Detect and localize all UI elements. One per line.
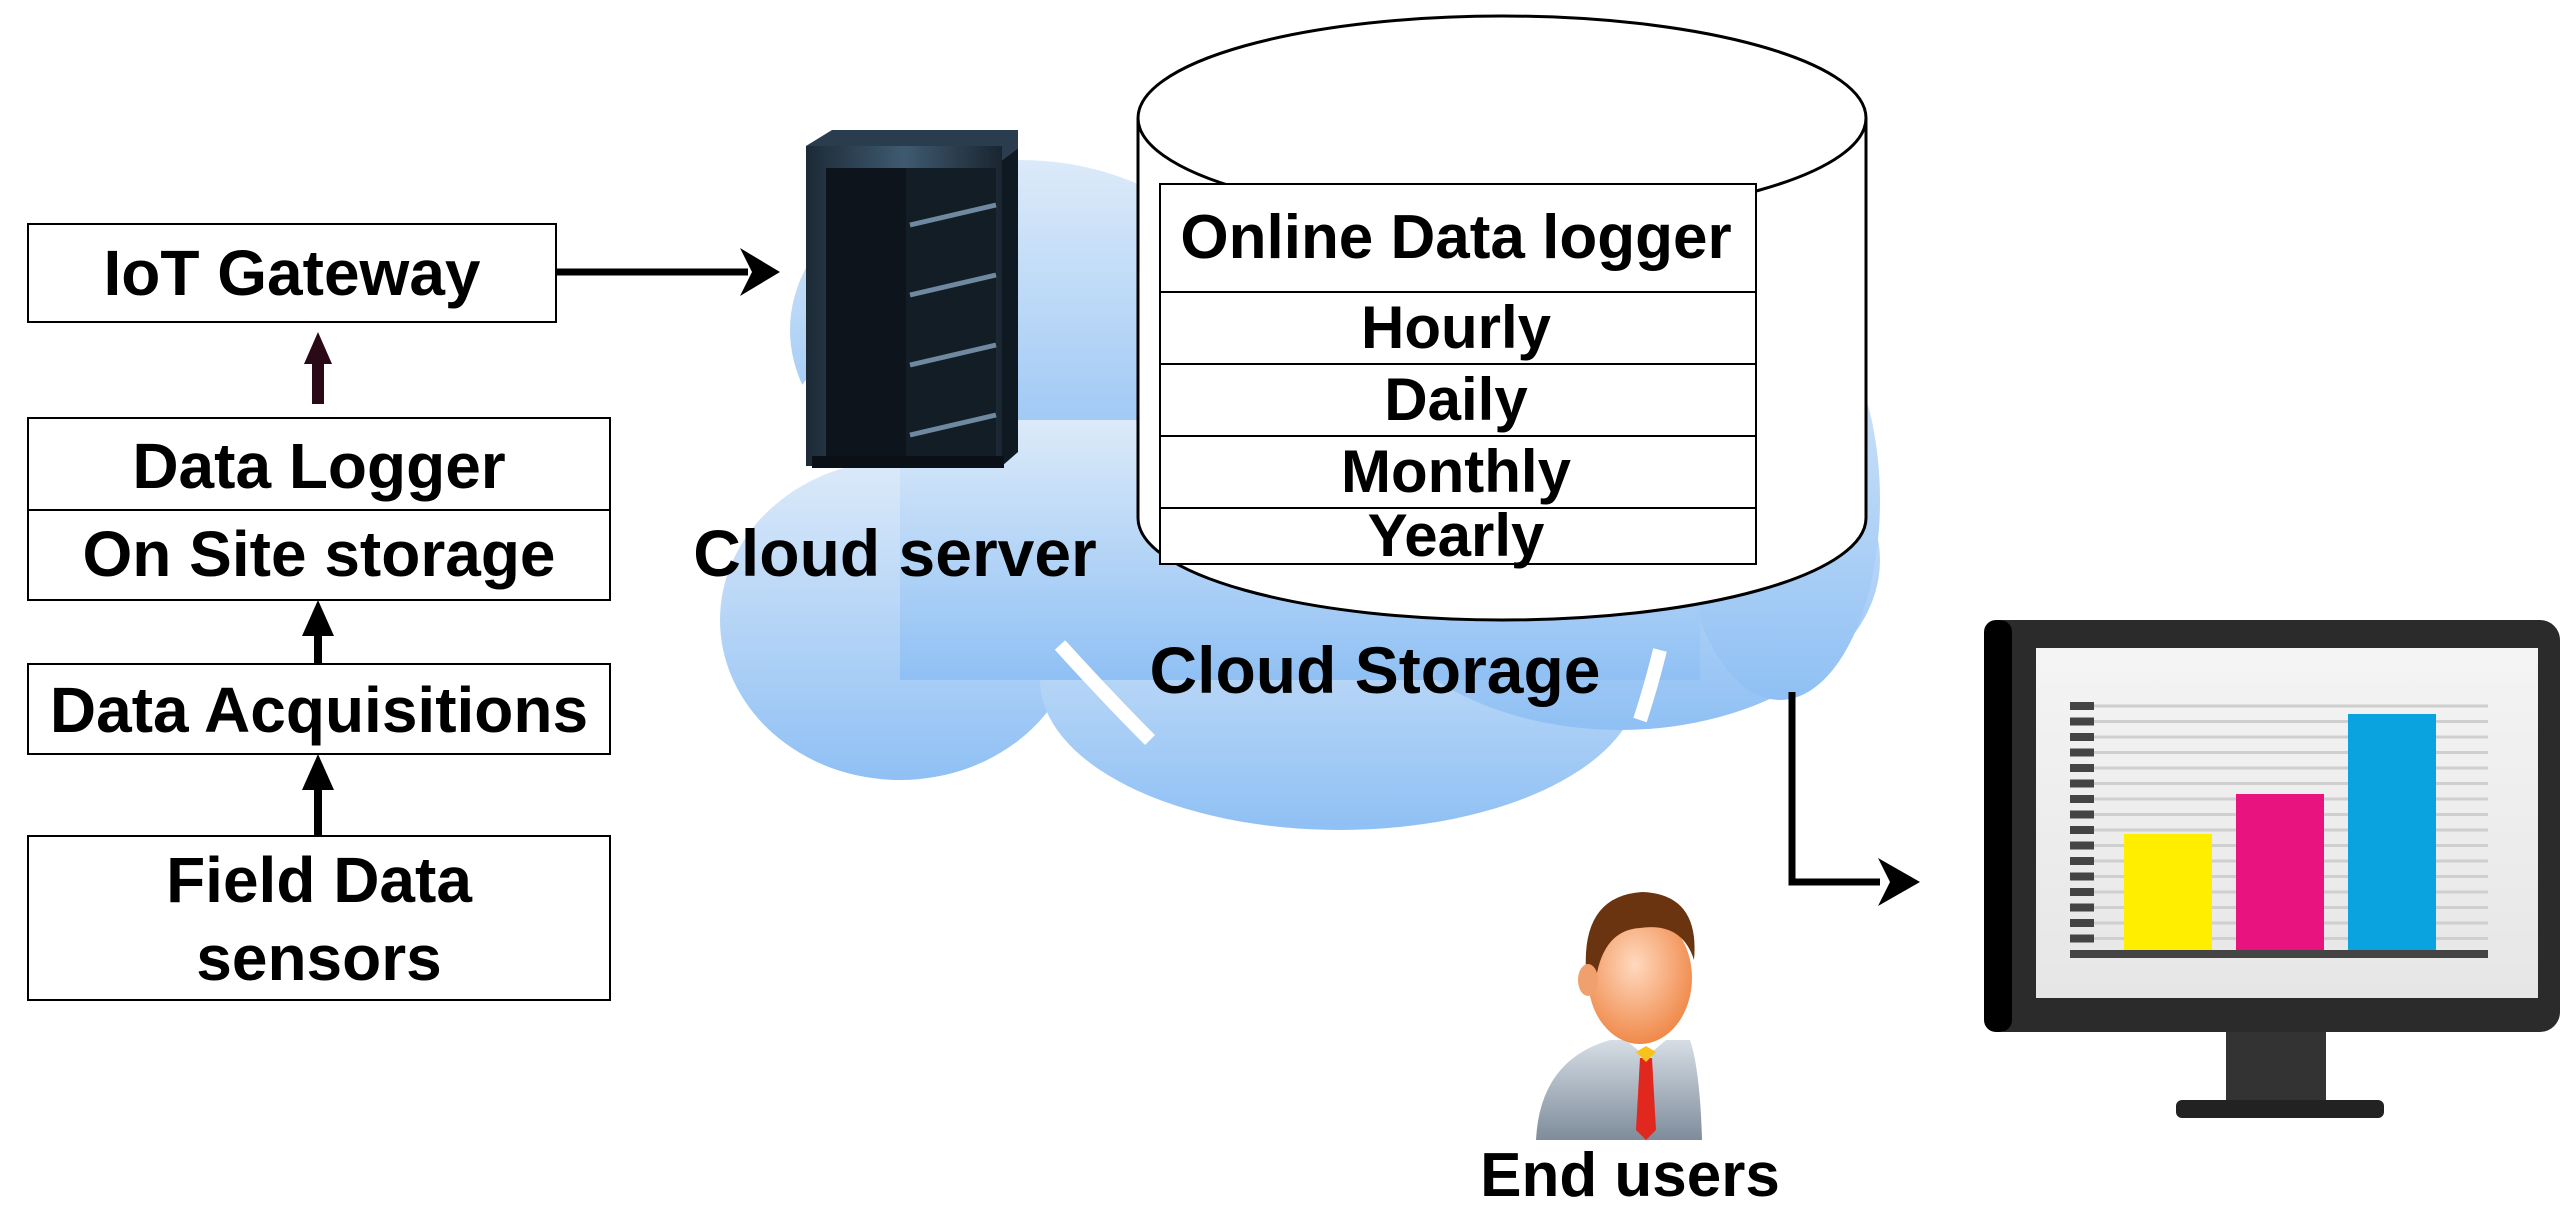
chart-tick [2070, 748, 2094, 757]
chart-tick [2070, 903, 2094, 912]
sensors-label-line2: sensors [196, 922, 441, 994]
chart-tick [2070, 702, 2094, 710]
sensors-label-line1: Field Data [166, 844, 472, 916]
logger-to-gateway-arrow [304, 332, 332, 404]
iot-gateway-box: IoT Gateway [27, 223, 557, 323]
chart-bar-3 [2348, 714, 2436, 954]
data-logger-label: Data Logger [132, 430, 505, 502]
cloud-storage-label: Cloud Storage [1149, 633, 1600, 707]
logger-row-yearly: Yearly [1368, 502, 1545, 569]
data-logger-box: Data Logger On Site storage [27, 417, 611, 601]
end-user-icon [1536, 892, 1702, 1140]
acquisitions-to-logger-arrow [302, 600, 334, 664]
gateway-to-server-arrow [556, 248, 780, 296]
logger-row-daily: Daily [1384, 366, 1528, 433]
chart-bar-2 [2236, 794, 2324, 954]
storage-to-dashboard-arrow [1788, 692, 1920, 906]
chart-tick [2070, 934, 2094, 943]
chart-tick [2070, 733, 2094, 741]
online-data-logger-title: Online Data logger [1180, 203, 1731, 272]
server-rack-icon [806, 130, 1018, 468]
chart-tick [2070, 826, 2094, 834]
chart-tick [2070, 841, 2094, 850]
chart-tick [2070, 872, 2094, 881]
dashboard-bar-chart [2070, 702, 2488, 958]
field-data-sensors-box: Field Data sensors [27, 835, 611, 1001]
chart-bar-1 [2124, 834, 2212, 954]
chart-tick [2070, 857, 2094, 865]
chart-tick [2070, 810, 2094, 819]
chart-tick [2070, 888, 2094, 896]
data-acquisitions-box: Data Acquisitions [27, 663, 611, 755]
logger-row-hourly: Hourly [1361, 294, 1552, 361]
sensors-to-acquisitions-arrow [302, 754, 334, 836]
data-acquisitions-label: Data Acquisitions [50, 674, 588, 746]
onsite-storage-label: On Site storage [83, 518, 556, 590]
chart-tick [2070, 764, 2094, 772]
online-data-logger-table: Online Data logger Hourly Daily Monthly … [1159, 183, 1757, 569]
end-users-label: End users [1480, 1141, 1780, 1210]
chart-tick [2070, 795, 2094, 803]
iot-gateway-label: IoT Gateway [104, 237, 481, 309]
chart-tick [2070, 717, 2094, 726]
cloud-server-label: Cloud server [693, 516, 1096, 590]
logger-row-monthly: Monthly [1341, 438, 1572, 505]
chart-tick [2070, 779, 2094, 788]
chart-tick [2070, 919, 2094, 927]
